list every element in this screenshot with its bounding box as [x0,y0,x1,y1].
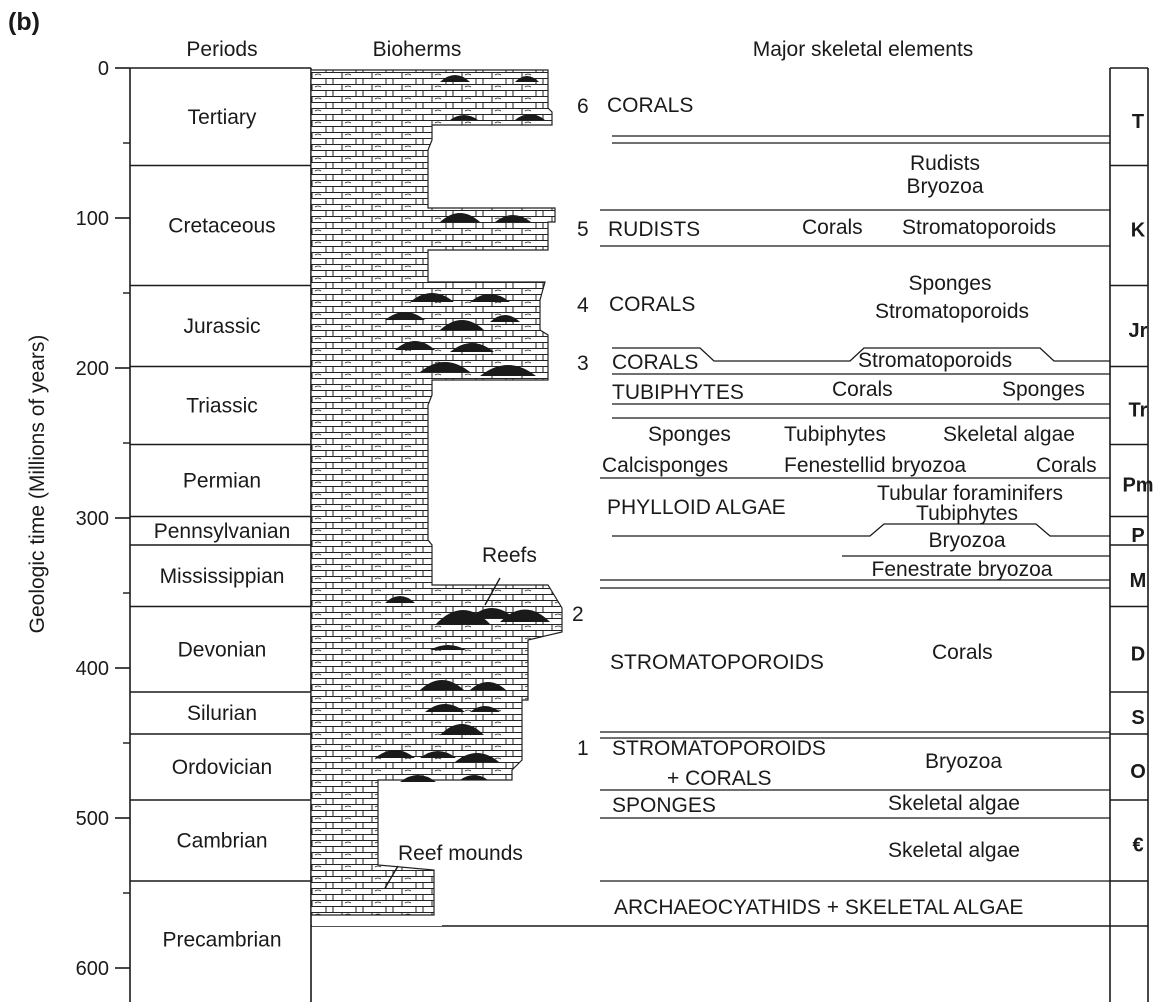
element-label: Rudists [910,152,980,175]
y-tick-label: 100 [76,208,109,230]
element-label: Fenestrate bryozoa [872,558,1053,581]
element-label: Skeletal algae [888,792,1020,815]
reef-mounds-pointer [384,865,399,889]
y-tick-label: 400 [76,658,109,680]
period-name: Cretaceous [168,215,275,238]
reefs-pointer [484,577,501,606]
reef-episode-numbers: 6 5 4 3 2 1 [572,95,589,760]
element-label: Calcisponges [602,454,728,477]
period-code: Pm [1122,475,1153,497]
element-label: Stromatoporoids [875,300,1029,323]
reef-masses [375,75,550,782]
element-label: + CORALS [667,767,771,790]
element-label: ARCHAEOCYATHIDS + SKELETAL ALGAE [614,896,1023,919]
period-code: € [1132,835,1143,857]
period-code: K [1131,220,1146,242]
header-bioherms: Bioherms [373,38,462,61]
period-name: Cambrian [176,830,267,853]
element-label: SPONGES [612,794,716,817]
element-label: TUBIPHYTES [612,381,744,404]
element-label: STROMATOPOROIDS [610,651,824,674]
reefs-label: Reefs [482,544,537,567]
element-label: Sponges [648,423,731,446]
reef-number: 1 [577,737,589,760]
header-elements: Major skeletal elements [753,38,974,61]
element-label: Bryozoa [928,529,1005,552]
element-label: Sponges [1002,378,1085,401]
period-code: O [1130,761,1146,783]
element-separators [600,135,1110,882]
skeletal-element-labels: CORALS Rudists Bryozoa RUDISTS Corals St… [602,94,1097,919]
precambrian-blank [312,916,442,926]
reef-number: 6 [577,95,589,118]
period-name: Triassic [186,395,258,418]
element-label: Skeletal algae [888,839,1020,862]
period-code: T [1132,111,1144,133]
element-label: CORALS [607,94,693,117]
y-tick-label: 0 [98,58,109,80]
reef-mounds-label: Reef mounds [398,842,523,865]
reef-number: 5 [577,218,589,241]
period-rows: TertiaryCretaceousJurassicTriassicPermia… [130,106,311,952]
element-label: Fenestellid bryozoa [784,454,966,477]
period-name: Devonian [178,638,267,661]
element-label: STROMATOPOROIDS [612,737,826,760]
element-label: Stromatoporoids [902,216,1056,239]
period-name: Tertiary [188,106,257,129]
period-name: Jurassic [183,315,260,338]
y-axis-ticks: 0 100 200 300 400 500 600 [76,58,130,980]
header-periods: Periods [186,38,257,61]
period-name: Precambrian [162,929,281,952]
period-code: Tr [1129,400,1148,422]
bioherm-column: Reefs Reef mounds [310,69,563,926]
period-code: S [1131,707,1144,729]
period-code: Jr [1129,320,1148,342]
y-tick-label: 300 [76,508,109,530]
y-tick-label: 200 [76,358,109,380]
element-label: Bryozoa [925,750,1002,773]
reef-number: 3 [577,352,589,375]
panel-label: (b) [8,8,40,36]
period-code: P [1131,525,1144,547]
reef-number: 2 [572,603,584,626]
bioherm-limestone [310,69,563,916]
element-label: Corals [932,641,993,664]
period-name: Ordovician [172,756,272,779]
period-name: Mississippian [160,565,285,588]
element-label: CORALS [609,293,695,316]
element-label: PHYLLOID ALGAE [607,496,786,519]
element-label: RUDISTS [608,218,700,241]
element-label: Tubiphytes [784,423,886,446]
period-code: D [1131,643,1145,665]
reef-number: 4 [577,294,589,317]
element-label: Corals [1036,454,1097,477]
element-label: Stromatoporoids [858,349,1012,372]
y-tick-label: 600 [76,958,109,980]
element-label: Bryozoa [906,175,983,198]
element-label: CORALS [612,351,698,374]
period-name: Pennsylvanian [154,520,291,543]
period-name: Permian [183,470,261,493]
period-code: M [1130,570,1147,592]
y-axis-label: Geologic time (Millions of years) [26,335,49,634]
element-label: Tubular foraminifers [877,482,1063,505]
element-label: Sponges [909,272,992,295]
period-name: Silurian [187,702,257,725]
element-label: Corals [832,378,893,401]
y-tick-label: 500 [76,808,109,830]
y-axis-minor-ticks [123,142,130,894]
element-label: Skeletal algae [943,423,1075,446]
element-label: Corals [802,216,863,239]
element-label: Tubiphytes [916,502,1018,525]
